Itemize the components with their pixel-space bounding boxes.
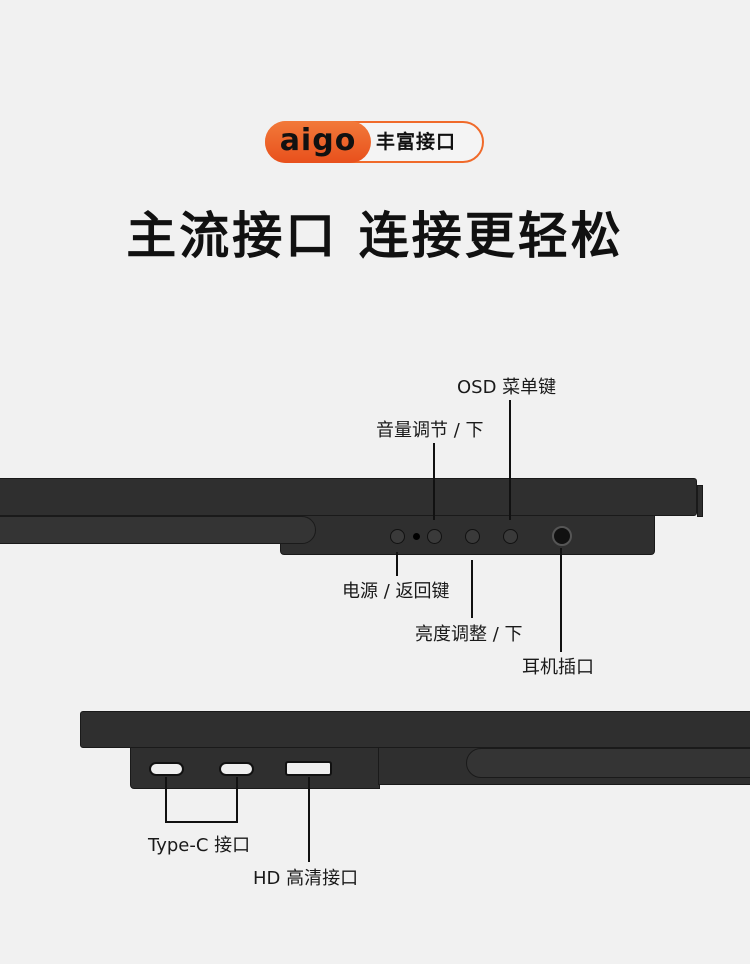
callout-line: [560, 548, 562, 652]
brightness-button: [465, 529, 480, 544]
callout-line: [165, 777, 167, 823]
aigo-logo: aigo: [265, 121, 371, 163]
typec-port-1: [149, 762, 184, 776]
callout-line: [433, 443, 435, 520]
indicator-light-icon: [413, 533, 420, 540]
callout-line: [165, 821, 238, 823]
brightness-label: 亮度调整 / 下: [415, 624, 523, 645]
callout-line: [308, 777, 310, 862]
kickstand: [466, 748, 750, 778]
osd-button: [503, 529, 518, 544]
callout-line: [236, 777, 238, 823]
headphone-label: 耳机插口: [522, 657, 594, 678]
typec-label: Type-C 接口: [148, 835, 251, 856]
typec-port-2: [219, 762, 254, 776]
callout-line: [471, 560, 473, 618]
hdmi-port: [285, 761, 332, 776]
monitor-bottom-body: [80, 711, 750, 748]
monitor-side-notch: [697, 485, 703, 517]
hdmi-label: HD 高清接口: [253, 868, 359, 889]
kickstand: [0, 516, 316, 544]
volume-label: 音量调节 / 下: [376, 420, 484, 441]
power-label: 电源 / 返回键: [342, 581, 450, 602]
monitor-side-top-body: [0, 478, 697, 516]
callout-line: [396, 552, 398, 576]
badge-text: 丰富接口: [376, 131, 457, 153]
volume-button: [427, 529, 442, 544]
page-title: 主流接口 连接更轻松: [126, 207, 624, 265]
power-button: [390, 529, 405, 544]
headphone-jack: [552, 526, 572, 546]
osd-label: OSD 菜单键: [457, 377, 557, 398]
callout-line: [509, 400, 511, 520]
